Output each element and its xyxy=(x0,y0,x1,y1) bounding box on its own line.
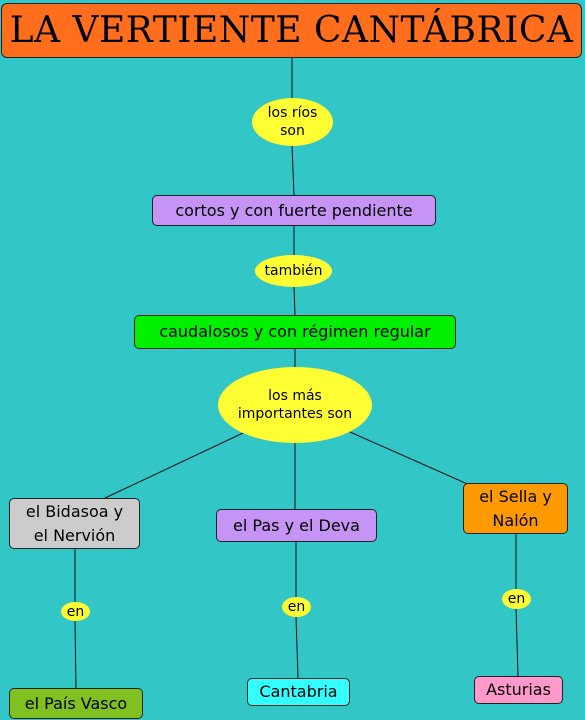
connector-importantes-to-sella xyxy=(349,431,473,487)
connector-en-to-asturias xyxy=(515,608,519,677)
concept-text: caudalosos y con régimen regular xyxy=(159,322,431,341)
linking-phrase-text: los ríos son xyxy=(267,105,318,139)
linking-phrase-text: en xyxy=(507,591,526,607)
concept-cortos: cortos y con fuerte pendiente xyxy=(152,195,436,226)
concept-bidasoa-nervion: el Bidasoa y el Nervión xyxy=(9,498,140,549)
linking-phrase-en-2: en xyxy=(282,597,311,617)
linking-phrase-text: en xyxy=(287,599,306,615)
concept-cantabria: Cantabria xyxy=(247,678,350,706)
connector-rios-to-cortos xyxy=(291,145,295,196)
concept-sella-nalon: el Sella y Nalón xyxy=(463,483,568,534)
linking-phrase-en-3: en xyxy=(502,589,531,609)
concept-caudalosos: caudalosos y con régimen regular xyxy=(134,315,456,349)
concept-text: Asturias xyxy=(486,680,551,699)
linking-phrase-tambien: también xyxy=(255,255,332,287)
concept-text: el Bidasoa y el Nervión xyxy=(25,501,124,545)
connector-tambien-to-caudalosos xyxy=(293,286,296,316)
linking-phrase-text: también xyxy=(264,263,323,279)
map-title-text: LA VERTIENTE CANTÁBRICA xyxy=(9,10,574,51)
connector-en-to-cantabria xyxy=(295,616,299,679)
connector-en-to-paisvasco xyxy=(74,620,77,689)
linking-phrase-text: en xyxy=(66,603,85,620)
linking-phrase-en-1: en xyxy=(61,602,90,621)
map-title: LA VERTIENTE CANTÁBRICA xyxy=(1,3,582,58)
linking-phrase-los-mas-importantes: los más importantes son xyxy=(218,367,372,443)
concept-text: el País Vasco xyxy=(24,693,128,713)
linking-phrase-los-rios-son: los ríos son xyxy=(252,98,333,146)
concept-asturias: Asturias xyxy=(474,676,563,704)
concept-text: el Pas y el Deva xyxy=(233,515,360,535)
concept-pais-vasco: el País Vasco xyxy=(9,688,143,719)
concept-pas-deva: el Pas y el Deva xyxy=(216,509,377,542)
concept-text: Cantabria xyxy=(259,682,338,701)
concept-text: cortos y con fuerte pendiente xyxy=(175,200,413,220)
concept-text: el Sella y Nalón xyxy=(479,486,552,530)
linking-phrase-text: los más importantes son xyxy=(237,388,353,422)
connector-importantes-to-bidasoa xyxy=(104,432,244,499)
